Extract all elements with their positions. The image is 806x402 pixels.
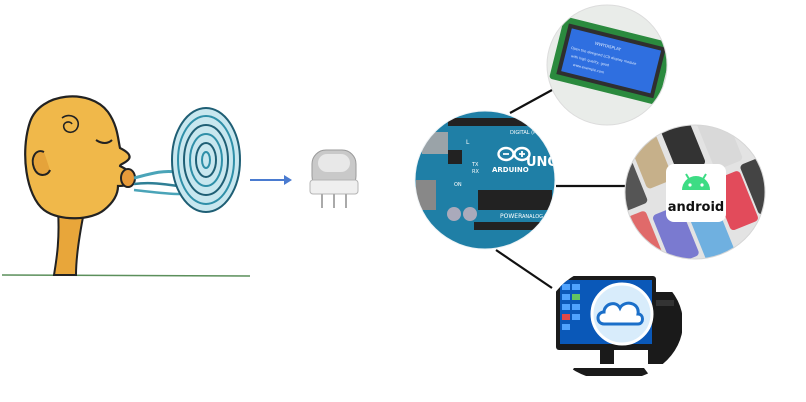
person-blowing-breath-icon — [1, 95, 251, 277]
smartphones-icon: android — [624, 124, 766, 260]
android-robot-icon — [682, 173, 710, 190]
label-brand: ARDUINO — [492, 166, 529, 174]
breath-swirl-icon — [171, 107, 241, 213]
label-on: ON — [454, 182, 462, 188]
android-label: android — [668, 200, 724, 215]
lcd-display-module-icon: WWYDISPLAY Open the designed LCD display… — [546, 4, 668, 126]
label-tx: TX — [471, 162, 479, 168]
lcd-line-4: www.example.com — [573, 63, 606, 75]
label-l: L — [466, 139, 470, 146]
connector-arduino-computer — [495, 249, 553, 289]
arduino-logo-icon — [497, 146, 531, 162]
connector-arduino-lcd — [509, 89, 553, 114]
lcd-line-1: WWYDISPLAY — [594, 41, 622, 52]
label-digital: DIGITAL (PWM~) — [510, 130, 552, 136]
desktop-computer-icon — [545, 265, 683, 381]
label-model: UNO — [526, 155, 556, 170]
label-rx: RX — [472, 169, 479, 175]
arrow-right-icon — [250, 175, 292, 185]
gas-sensor-icon — [309, 149, 359, 208]
arduino-uno-board-icon: DIGITAL (PWM~) L TX RX ARDUINO UNO ON PO… — [414, 110, 556, 250]
label-power: POWER — [500, 213, 522, 220]
label-analog-in: ANALOG IN — [522, 214, 550, 220]
cloud-icon — [596, 301, 644, 326]
